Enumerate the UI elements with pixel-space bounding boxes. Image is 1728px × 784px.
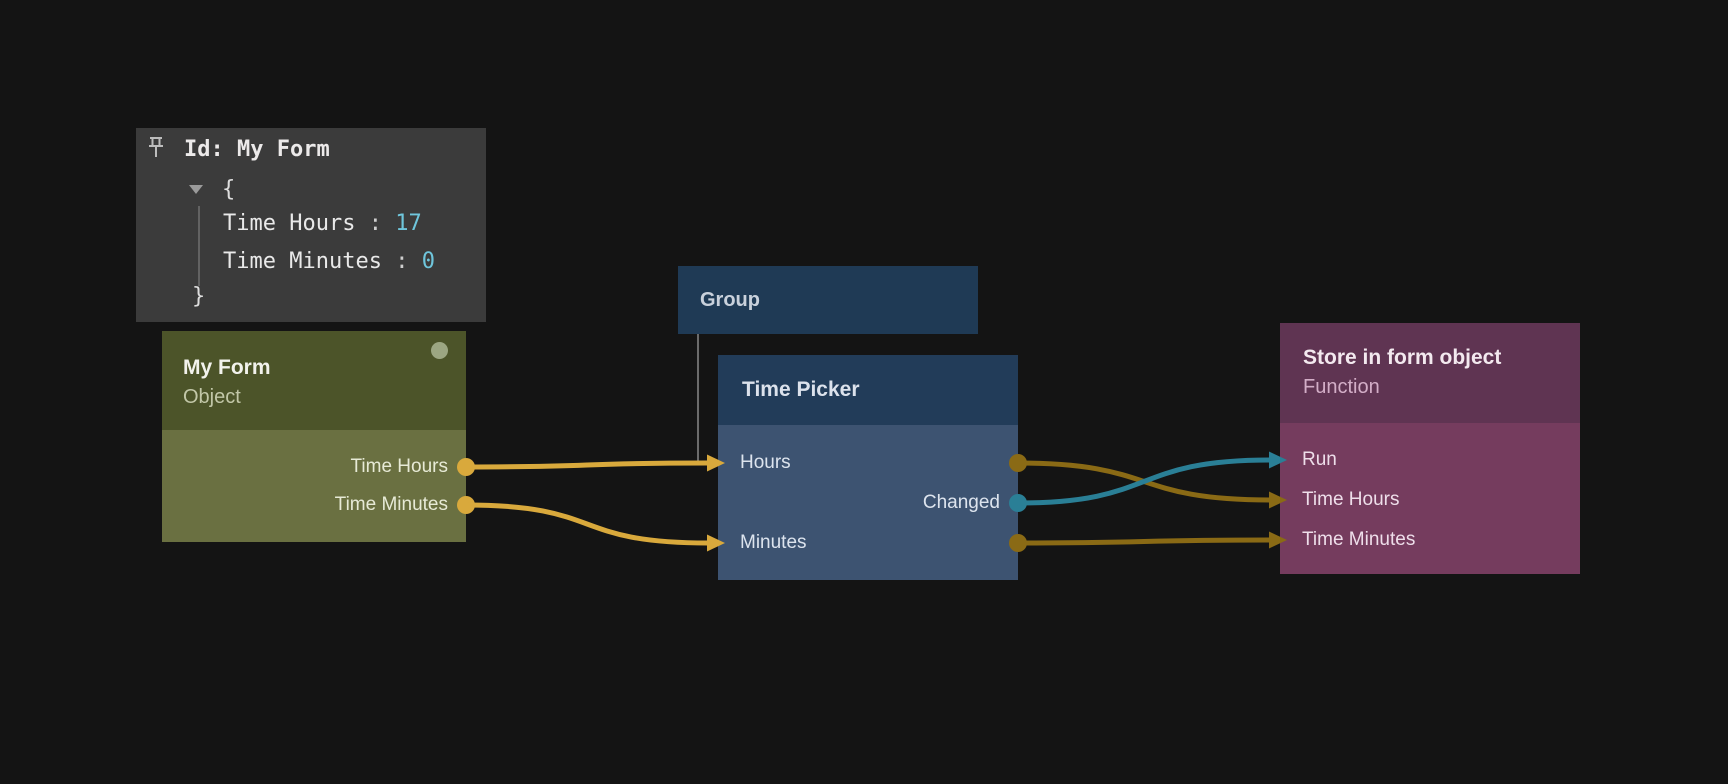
collapse-caret-icon[interactable] <box>189 185 203 194</box>
node-body: Time Hours Time Minutes <box>162 430 475 542</box>
output-port-label: Changed <box>922 492 1000 513</box>
port-row: Run <box>1280 440 1580 480</box>
entry-value: 17 <box>395 211 422 236</box>
port-row: Hours <box>718 443 1027 483</box>
tooltip-title: Id: My Form <box>184 137 330 162</box>
node-title: My Form <box>183 356 271 379</box>
tree-guide-line <box>198 206 200 286</box>
connection-wire[interactable] <box>463 460 711 470</box>
entry-separator: : <box>355 211 396 236</box>
tooltip-open-brace: { <box>222 177 236 202</box>
node-store-in-form-object[interactable]: Store in form object Function Run Time H… <box>1280 323 1580 574</box>
pin-icon[interactable] <box>145 135 167 161</box>
tooltip-entry: Time Minutes : 0 <box>223 248 435 276</box>
group-link-line-vertical <box>697 334 699 464</box>
input-port-label: Run <box>1302 449 1337 470</box>
entry-key: Time Minutes <box>223 249 382 274</box>
tooltip-close-brace: } <box>192 284 206 309</box>
port-row: Time Minutes <box>1280 520 1580 560</box>
node-header[interactable]: My Form Object <box>162 331 466 430</box>
input-port-label: Time Hours <box>1302 489 1400 510</box>
node-body: Run Time Hours Time Minutes <box>1280 423 1580 574</box>
output-port-dot[interactable] <box>1009 534 1027 552</box>
node-title: Time Picker <box>742 378 860 401</box>
node-group[interactable]: Group <box>678 266 978 334</box>
output-port-dot[interactable] <box>1009 454 1027 472</box>
node-body: Hours Changed Minutes <box>718 425 1027 580</box>
output-port-label: Time Hours <box>350 456 448 477</box>
connection-wire[interactable] <box>463 502 711 546</box>
entry-value: 0 <box>421 249 435 274</box>
tooltip-entry: Time Hours : 17 <box>223 210 422 238</box>
port-row: Time Hours <box>1280 480 1580 520</box>
port-row: Time Hours <box>162 448 475 486</box>
output-port-label: Time Minutes <box>334 494 448 515</box>
node-header[interactable]: Store in form object Function <box>1280 323 1580 423</box>
connection-wire[interactable] <box>1015 457 1273 506</box>
group-link-line-horizontal <box>697 462 716 464</box>
port-row: Changed <box>718 483 1027 523</box>
output-port-dot[interactable] <box>457 496 475 514</box>
node-subtitle: Object <box>183 386 241 408</box>
output-port-dot[interactable] <box>457 458 475 476</box>
debug-tooltip-panel[interactable]: Id: My Form { Time Hours : 17 Time Minut… <box>136 128 486 322</box>
node-my-form[interactable]: My Form Object Time Hours Time Minutes <box>162 331 475 542</box>
connection-indicator-dot <box>431 342 448 359</box>
input-port-label: Time Minutes <box>1302 529 1416 550</box>
port-row: Minutes <box>718 523 1027 563</box>
entry-key: Time Hours <box>223 211 356 236</box>
output-port-dot[interactable] <box>1009 494 1027 512</box>
node-subtitle: Function <box>1303 376 1380 398</box>
node-title: Group <box>700 289 760 311</box>
entry-separator: : <box>381 249 422 274</box>
input-port-label: Minutes <box>740 532 807 553</box>
connection-wire[interactable] <box>1015 537 1273 546</box>
connection-wire[interactable] <box>1015 460 1273 503</box>
node-header[interactable]: Time Picker <box>718 355 1018 425</box>
node-time-picker[interactable]: Time Picker Hours Changed Minutes <box>718 355 1027 580</box>
input-port-label: Hours <box>740 452 791 473</box>
port-row: Time Minutes <box>162 486 475 524</box>
node-title: Store in form object <box>1303 346 1502 369</box>
